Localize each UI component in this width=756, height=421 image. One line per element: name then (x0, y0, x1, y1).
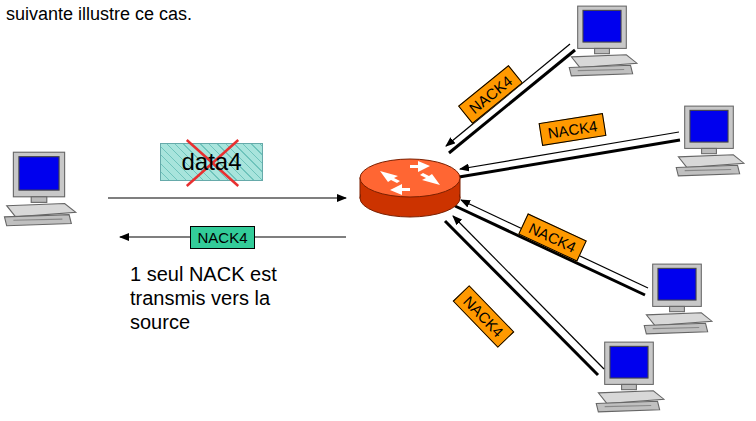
node-text: NACK4 (526, 219, 579, 256)
caption-note: 1 seul NACK est transmis vers la source (130, 262, 310, 334)
node-text: data4 (181, 148, 241, 176)
computer-icon (569, 6, 637, 76)
nack-box: NACK4 (539, 113, 607, 146)
computer-icon (4, 152, 75, 226)
nack-box: NACK4 (458, 65, 523, 124)
link-arrow (446, 44, 679, 369)
lost-packet-box: data4 (160, 143, 263, 181)
computer-icon (596, 342, 664, 412)
nack-box: NACK4 (453, 285, 515, 348)
computer-icon (676, 106, 744, 176)
node-text: NACK4 (460, 293, 507, 341)
node-text: NACK4 (197, 229, 247, 246)
nack-box: NACK4 (190, 226, 255, 249)
intro-text: suivante illustre ce cas. (6, 2, 366, 26)
link-arrow (108, 197, 346, 198)
router-symbol (360, 159, 460, 217)
node-text: NACK4 (546, 117, 598, 142)
nack-box: NACK4 (518, 213, 587, 261)
computer-icon (644, 264, 712, 334)
link-line (445, 50, 680, 375)
